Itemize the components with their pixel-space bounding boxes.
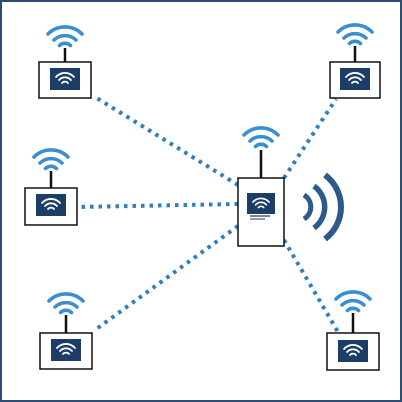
node-middle-left xyxy=(24,148,78,226)
link-bottom-left xyxy=(93,224,240,332)
device-screen xyxy=(338,340,368,362)
device-screen xyxy=(51,339,81,361)
device-screen xyxy=(247,193,275,214)
node-top-right xyxy=(329,23,381,99)
hub-body xyxy=(237,177,285,247)
device-screen xyxy=(340,68,370,90)
link-bottom-right xyxy=(282,238,340,334)
device-screen xyxy=(50,68,80,90)
radio-waves-icon xyxy=(302,172,344,242)
link-top-right xyxy=(282,97,338,180)
hub-logo-mark xyxy=(250,215,270,220)
connection-links xyxy=(77,95,340,334)
link-top-left xyxy=(93,95,240,187)
node-top-left xyxy=(38,25,92,99)
link-middle-left xyxy=(77,202,239,209)
device-screen xyxy=(36,194,66,216)
node-bottom-left xyxy=(39,292,93,370)
node-bottom-right xyxy=(326,290,380,371)
central-access-point xyxy=(237,126,344,247)
